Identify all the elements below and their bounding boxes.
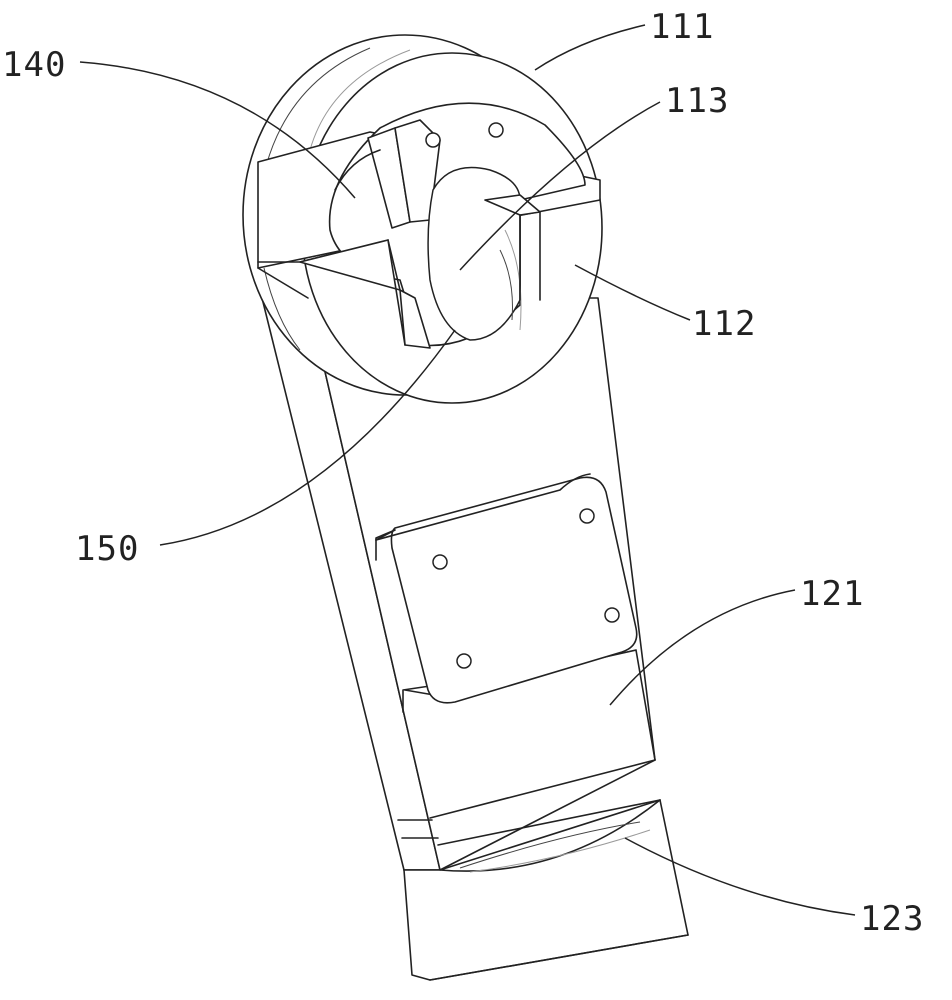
label-112: 112 <box>692 304 756 344</box>
label-113: 113 <box>665 81 729 121</box>
label-150: 150 <box>75 529 139 569</box>
disc-head <box>243 35 602 403</box>
plate-hole-1 <box>433 555 447 569</box>
bore-113 <box>428 168 520 341</box>
label-123: 123 <box>860 899 924 939</box>
plate-hole-2 <box>580 509 594 523</box>
label-121: 121 <box>800 574 864 614</box>
plate-hole-3 <box>605 608 619 622</box>
plate-hole-4 <box>457 654 471 668</box>
leader-111 <box>535 25 645 70</box>
disc-hole-1 <box>426 133 440 147</box>
label-140: 140 <box>2 45 66 85</box>
label-111: 111 <box>650 7 714 47</box>
disc-hole-2 <box>489 123 503 137</box>
